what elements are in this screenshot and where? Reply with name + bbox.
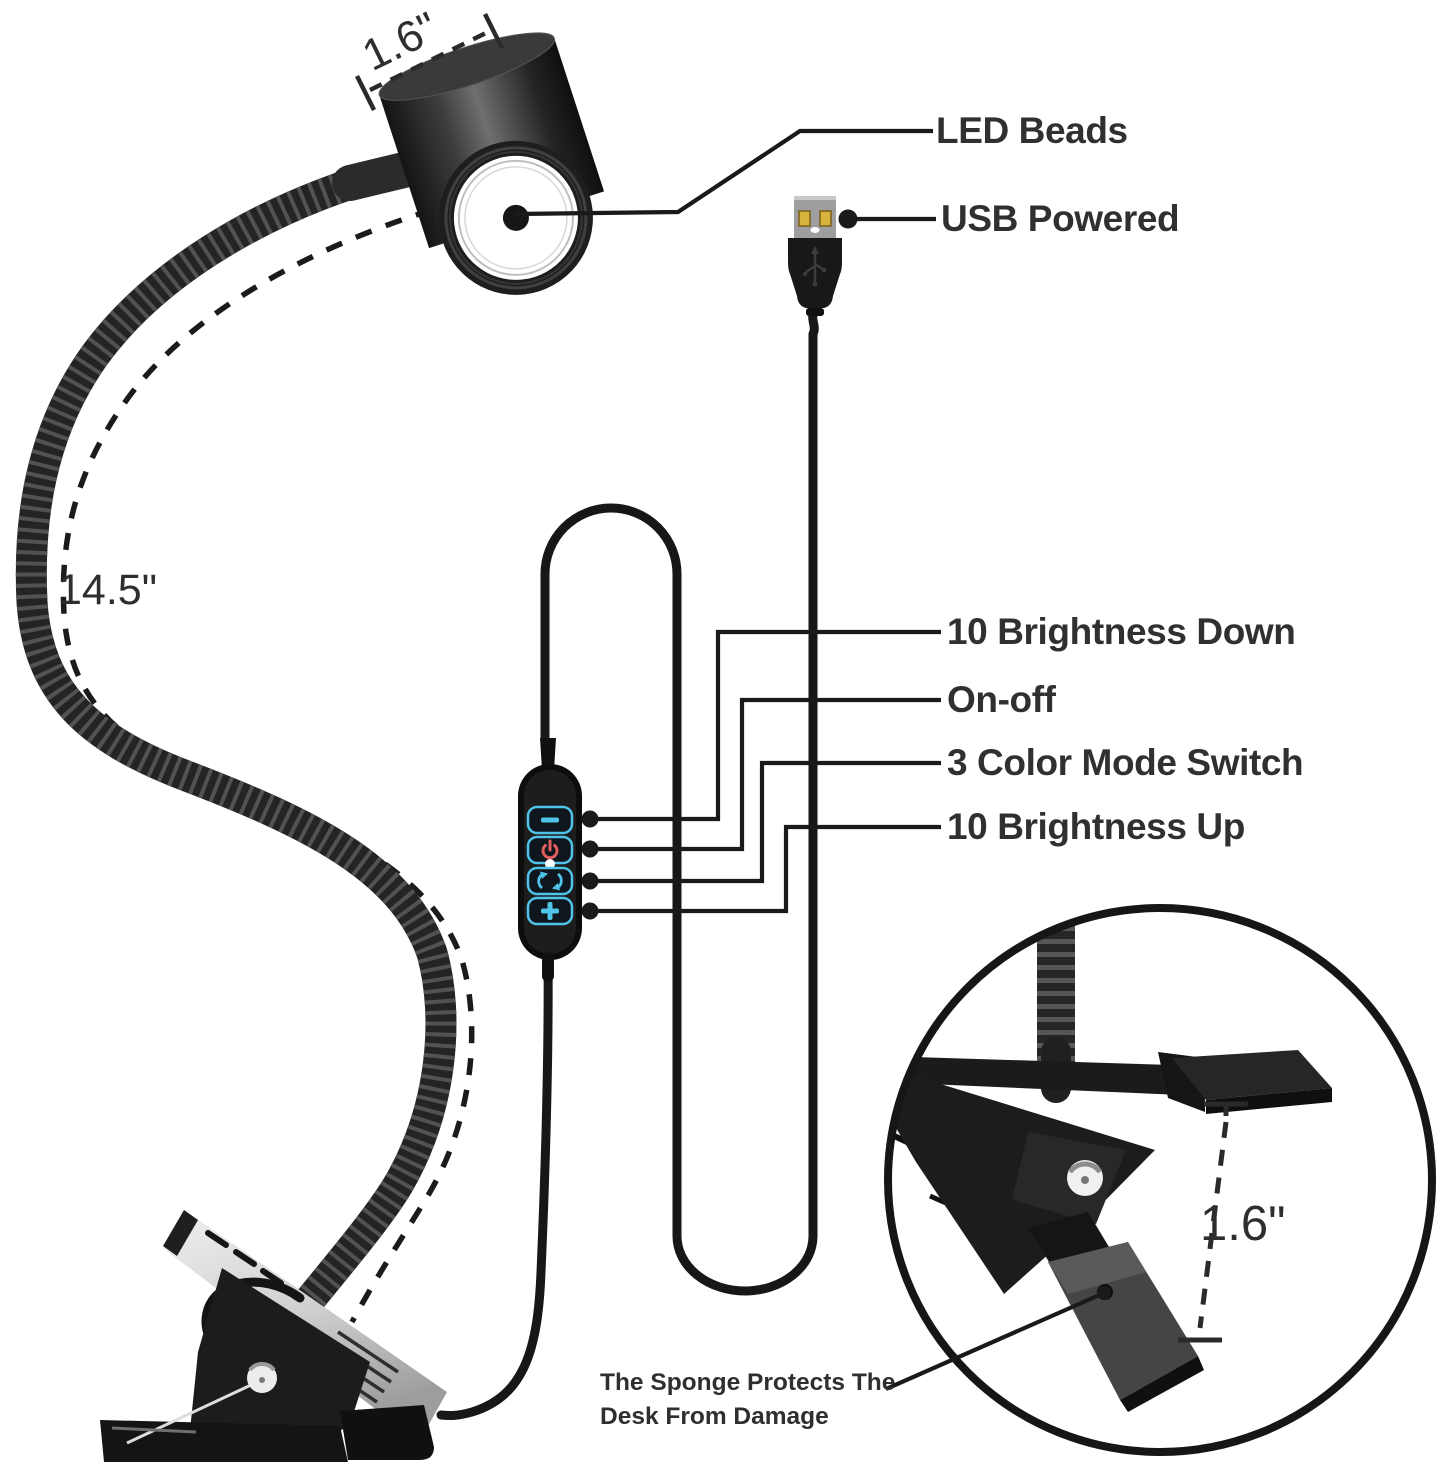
head-diameter-dimension — [354, 12, 505, 112]
leader-anchor-dots — [581, 209, 1111, 1300]
sponge-note-line2: Desk From Damage — [600, 1403, 829, 1430]
sponge-note: The Sponge Protects The Desk From Damage — [600, 1366, 895, 1434]
color-mode-leader-line — [590, 760, 941, 884]
clamp-foot-pad — [340, 1405, 434, 1460]
brightness-down-label: 10 Brightness Down — [947, 611, 1296, 652]
cycle-arrows-icon — [537, 871, 563, 891]
lamp-head — [378, 32, 605, 295]
clip-opening-label: 1.6" — [1200, 1197, 1286, 1251]
closeup-circle-ring — [884, 904, 1436, 1456]
power-cable — [436, 309, 819, 1421]
gooseneck-length-label: 14.5" — [58, 566, 157, 614]
led-dot — [502, 204, 529, 231]
lamp-head-cap — [378, 32, 555, 101]
brightness-up-leader-line — [590, 824, 941, 914]
sponge-note-line1: The Sponge Protects The — [600, 1369, 896, 1396]
usb-plug — [788, 196, 842, 316]
inline-controller — [518, 738, 582, 982]
leader-lines — [514, 128, 1105, 1391]
clamp-plate-endcap — [163, 1210, 198, 1256]
clamp-closeup — [884, 904, 1436, 1456]
clamp-base-tray — [100, 1420, 348, 1462]
color-mode-button — [526, 866, 574, 896]
usb-powered-label: USB Powered — [941, 198, 1180, 239]
color-mode-label: 3 Color Mode Switch — [947, 742, 1304, 783]
usb-contact — [798, 210, 811, 227]
indicator-dot — [545, 859, 555, 869]
gooseneck — [15, 152, 457, 1322]
usb-contact — [819, 210, 832, 227]
brightness-down-leader-line — [590, 629, 941, 822]
clip-opening-dimension — [1178, 1101, 1248, 1343]
usb-trident-icon — [803, 246, 826, 287]
usb-anchor-dot — [838, 209, 858, 229]
minus-icon — [541, 817, 559, 823]
clamp-base — [100, 1210, 447, 1462]
led-leader-line — [514, 128, 933, 217]
clamp-spring-wire — [126, 1383, 252, 1445]
brightness-up-label: 10 Brightness Up — [947, 806, 1245, 847]
plus-icon — [541, 902, 559, 920]
clamp-arm — [188, 1268, 370, 1462]
gooseneck-head-collar — [332, 152, 422, 201]
power-icon — [541, 839, 559, 860]
led-beads-label: LED Beads — [936, 110, 1128, 151]
on-off-label: On-off — [947, 679, 1056, 720]
power-leader-line — [590, 697, 941, 852]
sponge-leader-line — [885, 1291, 1105, 1391]
usb-cable-loop — [540, 309, 819, 1296]
cable-to-clamp — [436, 947, 553, 1421]
closeup-top-arm — [888, 1056, 1205, 1096]
closeup-top-pad — [1172, 1050, 1332, 1100]
